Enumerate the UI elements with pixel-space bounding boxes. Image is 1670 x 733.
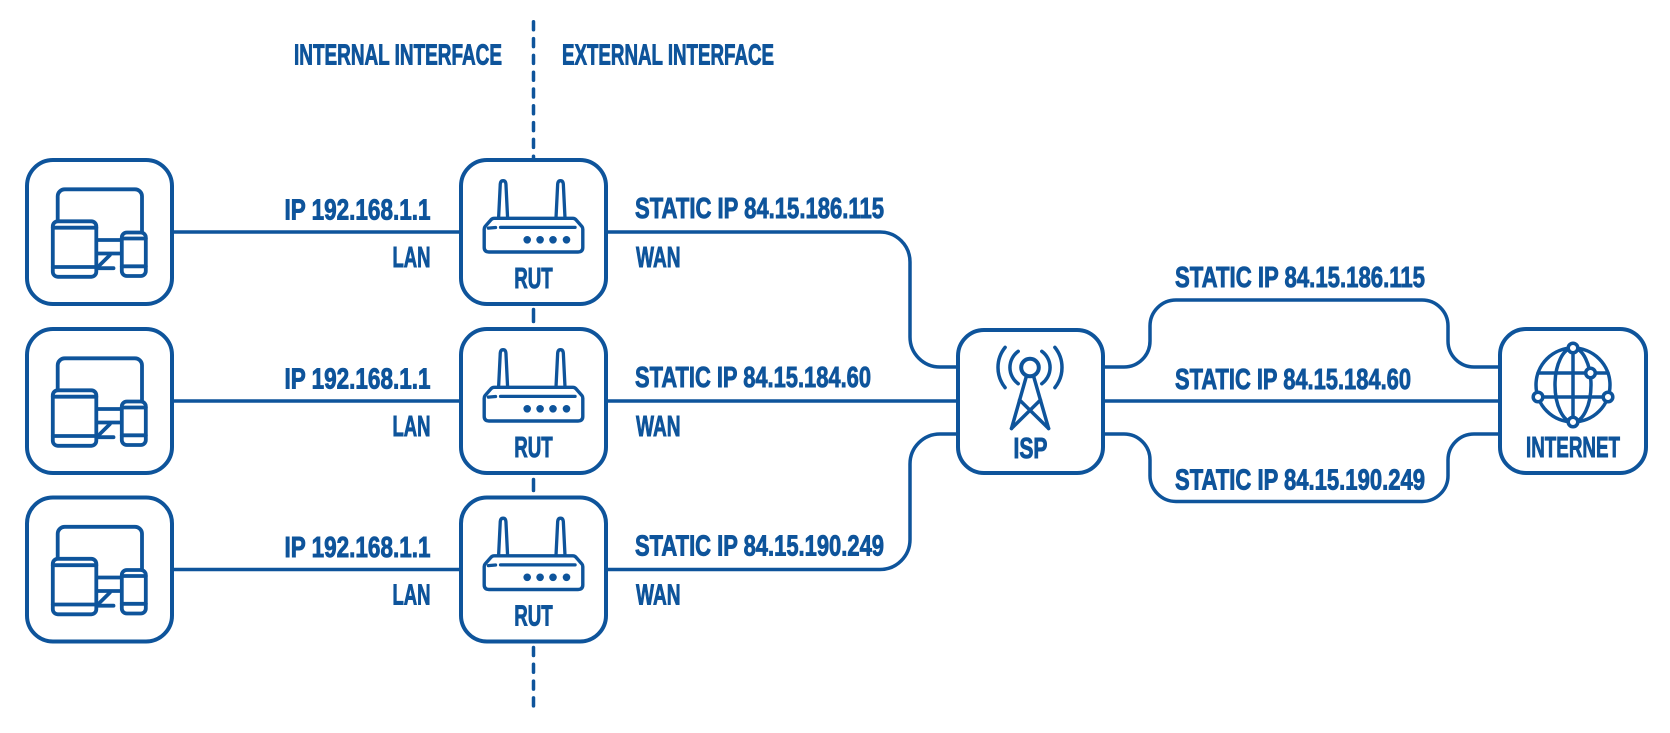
wan-port-label-3: WAN bbox=[636, 580, 681, 612]
connection-lines bbox=[172, 230, 1500, 572]
wan-ip-label-3: STATIC IP 84.15.190.249 bbox=[635, 531, 884, 563]
lan-port-label-1: LAN bbox=[393, 242, 431, 274]
globe-icon bbox=[1531, 341, 1615, 429]
router-label: RUT bbox=[514, 601, 553, 633]
devices-icon bbox=[50, 356, 148, 448]
internal-interface-header: INTERNAL INTERFACE bbox=[294, 40, 502, 72]
wan-line-1 bbox=[606, 230, 958, 369]
isp-internet-line-1 bbox=[1103, 298, 1500, 369]
devices-box-3 bbox=[25, 495, 174, 644]
devices-box-2 bbox=[25, 327, 174, 475]
devices-box-1 bbox=[25, 158, 174, 306]
isp-label: ISP bbox=[1014, 433, 1048, 465]
wan-port-label-2: WAN bbox=[636, 411, 681, 443]
wan-line-3 bbox=[606, 432, 958, 572]
lan-ip-label-1: IP 192.168.1.1 bbox=[285, 195, 431, 227]
lan-ip-label-2: IP 192.168.1.1 bbox=[285, 364, 431, 396]
isp-internet-line-3 bbox=[1103, 432, 1500, 504]
isp-box: ISP bbox=[956, 328, 1105, 475]
internet-label: INTERNET bbox=[1526, 432, 1620, 464]
router-label: RUT bbox=[514, 263, 553, 295]
isp-link-label-1: STATIC IP 84.15.186.115 bbox=[1175, 262, 1425, 294]
devices-icon bbox=[50, 524, 148, 617]
wan-port-label-1: WAN bbox=[636, 242, 681, 274]
lan-port-label-2: LAN bbox=[393, 411, 431, 443]
router-label: RUT bbox=[514, 432, 553, 464]
router-box-1: RUT bbox=[459, 158, 608, 306]
lan-ip-label-3: IP 192.168.1.1 bbox=[285, 532, 431, 564]
internet-box: INTERNET bbox=[1498, 327, 1648, 475]
wan-ip-label-2: STATIC IP 84.15.184.60 bbox=[635, 362, 871, 394]
router-box-3: RUT bbox=[459, 495, 608, 644]
isp-link-label-2: STATIC IP 84.15.184.60 bbox=[1175, 364, 1411, 396]
antenna-tower-icon bbox=[996, 345, 1064, 431]
external-interface-header: EXTERNAL INTERFACE bbox=[562, 40, 774, 72]
router-box-2: RUT bbox=[459, 327, 608, 475]
isp-link-label-3: STATIC IP 84.15.190.249 bbox=[1175, 465, 1425, 497]
lan-port-label-3: LAN bbox=[393, 580, 431, 612]
devices-icon bbox=[50, 187, 148, 279]
wan-ip-label-1: STATIC IP 84.15.186.115 bbox=[635, 193, 884, 225]
